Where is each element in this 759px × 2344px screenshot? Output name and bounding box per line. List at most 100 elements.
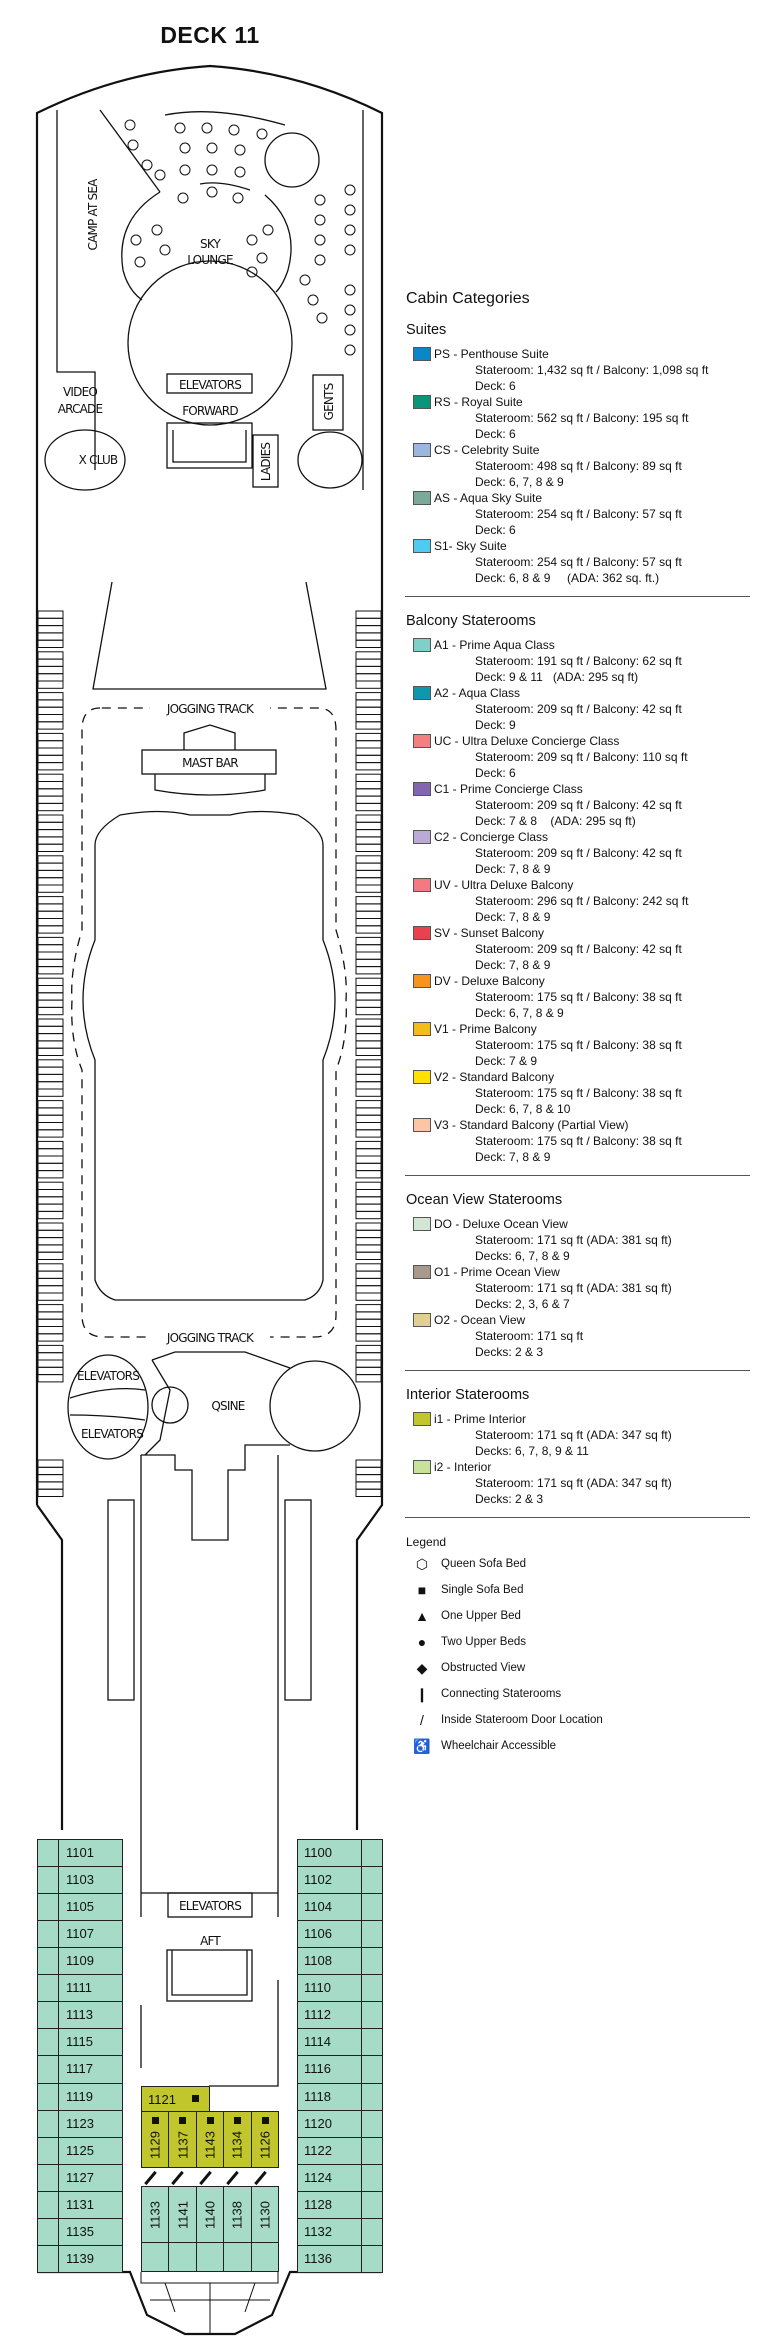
stateroom-1137[interactable]: 1137 — [168, 2111, 197, 2168]
deck-chair — [355, 1229, 382, 1239]
category-size: Stateroom: 296 sq ft / Balcony: 242 sq f… — [475, 894, 689, 908]
stateroom-1139[interactable]: 1139 — [37, 2244, 123, 2273]
mast-bar — [141, 749, 277, 775]
stateroom-1136[interactable]: 1136 — [297, 2244, 383, 2273]
stateroom-1107[interactable]: 1107 — [37, 1920, 123, 1949]
deck-chair — [355, 1170, 382, 1179]
stateroom-balcony — [223, 2242, 252, 2272]
deck-chair — [37, 1170, 64, 1179]
stateroom-1115[interactable]: 1115 — [37, 2028, 123, 2057]
stateroom-1128[interactable]: 1128 — [297, 2190, 383, 2219]
deck-chair — [355, 1189, 382, 1198]
deck-chair — [355, 1285, 382, 1294]
deck-chair — [37, 762, 64, 771]
stateroom-1114[interactable]: 1114 — [297, 2028, 383, 2057]
balcony — [361, 2244, 382, 2273]
stateroom-number: 1141 — [175, 2200, 191, 2229]
deck-chair — [37, 699, 64, 708]
x-club-area — [44, 429, 126, 491]
stateroom-1140[interactable]: 1140 — [195, 2186, 225, 2243]
stateroom-1101[interactable]: 1101 — [37, 1839, 123, 1868]
stateroom-1110[interactable]: 1110 — [297, 1974, 383, 2003]
category-size: Stateroom: 254 sq ft / Balcony: 57 sq ft — [475, 507, 682, 521]
stateroom-1133[interactable]: 1133 — [141, 2186, 170, 2243]
deck-chair — [355, 855, 382, 864]
stateroom-1112[interactable]: 1112 — [297, 2001, 383, 2030]
stateroom-1100[interactable]: 1100 — [297, 1839, 383, 1868]
stateroom-1134[interactable]: 1134 — [223, 2111, 252, 2168]
color-swatch — [413, 1070, 431, 1084]
deck-chair — [37, 651, 64, 660]
stateroom-1122[interactable]: 1122 — [297, 2136, 383, 2165]
stateroom-number: 1135 — [66, 2223, 94, 2239]
stateroom-1130[interactable]: 1130 — [250, 2186, 279, 2243]
deck-chair — [37, 1196, 64, 1205]
stateroom-1132[interactable]: 1132 — [297, 2217, 383, 2246]
lounge-tables — [124, 119, 356, 356]
symbol-label: Queen Sofa Bed — [441, 1558, 527, 1570]
color-swatch — [413, 1265, 431, 1279]
deck-chair — [355, 814, 382, 823]
qsine-outline — [141, 1351, 291, 1541]
stateroom-1119[interactable]: 1119 — [37, 2082, 123, 2111]
category-size: Stateroom: 209 sq ft / Balcony: 42 sq ft — [475, 846, 682, 860]
stateroom-1141[interactable]: 1141 — [168, 2186, 197, 2243]
stateroom-1123[interactable]: 1123 — [37, 2109, 123, 2138]
diamond-icon: ◆ — [416, 1660, 428, 1676]
stateroom-1143[interactable]: 1143 — [195, 2111, 225, 2168]
stateroom-1113[interactable]: 1113 — [37, 2001, 123, 2030]
category-label: SV - Sunset Balcony — [434, 926, 545, 940]
hexagon-icon: ⬡ — [415, 1556, 429, 1572]
stateroom-1103[interactable]: 1103 — [37, 1866, 123, 1895]
category-size: Stateroom: 191 sq ft / Balcony: 62 sq ft — [475, 654, 682, 668]
deck-chair — [37, 1344, 64, 1354]
category-size: Stateroom: 171 sq ft (ADA: 381 sq ft) — [475, 1233, 672, 1247]
legend-symbol: /Inside Stateroom Door Location — [405, 1712, 750, 1738]
deck-chair — [355, 1333, 382, 1342]
deck-chair — [355, 1122, 382, 1131]
stateroom-1108[interactable]: 1108 — [297, 1947, 383, 1976]
stateroom-1118[interactable]: 1118 — [297, 2082, 383, 2111]
stateroom-number: 1125 — [66, 2142, 94, 2158]
stateroom-1121[interactable]: 1121 — [141, 2086, 210, 2112]
stateroom-1126[interactable]: 1126 — [250, 2111, 279, 2168]
deck-chair — [355, 1073, 382, 1083]
stateroom-1135[interactable]: 1135 — [37, 2217, 123, 2246]
qsine-round-table — [151, 1386, 189, 1424]
balcony — [361, 1839, 382, 1868]
category-size: Stateroom: 562 sq ft / Balcony: 195 sq f… — [475, 411, 689, 425]
deck-chair — [355, 1059, 382, 1068]
deck-chair — [37, 936, 64, 946]
category-label: RS - Royal Suite — [434, 395, 523, 409]
deck-chair — [37, 610, 64, 619]
stateroom-1131[interactable]: 1131 — [37, 2190, 123, 2219]
stateroom-1111[interactable]: 1111 — [37, 1974, 123, 2003]
deck-chair — [355, 1081, 382, 1090]
stateroom-1109[interactable]: 1109 — [37, 1947, 123, 1976]
stateroom-1104[interactable]: 1104 — [297, 1893, 383, 1922]
deck-chair — [37, 632, 64, 641]
stateroom-1116[interactable]: 1116 — [297, 2055, 383, 2084]
stateroom-1124[interactable]: 1124 — [297, 2163, 383, 2192]
balcony — [38, 2028, 59, 2057]
stateroom-number: 1143 — [202, 2131, 218, 2159]
stateroom-1120[interactable]: 1120 — [297, 2109, 383, 2138]
stateroom-balcony — [168, 2242, 197, 2272]
balcony — [38, 1893, 59, 1922]
midship-elevators-label-1: ELEVATORS — [77, 1369, 139, 1383]
legend-symbol: ●Two Upper Beds — [405, 1634, 750, 1660]
stateroom-1106[interactable]: 1106 — [297, 1920, 383, 1949]
stateroom-1102[interactable]: 1102 — [297, 1866, 383, 1895]
deck-chair — [355, 773, 382, 783]
stateroom-1138[interactable]: 1138 — [223, 2186, 252, 2243]
gents-room — [312, 374, 344, 431]
stateroom-1117[interactable]: 1117 — [37, 2055, 123, 2084]
stateroom-1125[interactable]: 1125 — [37, 2136, 123, 2165]
deck-chair — [355, 740, 382, 749]
balcony — [361, 1947, 382, 1976]
stateroom-number: 1128 — [304, 2196, 332, 2212]
stateroom-1129[interactable]: 1129 — [141, 2111, 170, 2168]
stateroom-1127[interactable]: 1127 — [37, 2163, 123, 2192]
stateroom-1105[interactable]: 1105 — [37, 1893, 123, 1922]
